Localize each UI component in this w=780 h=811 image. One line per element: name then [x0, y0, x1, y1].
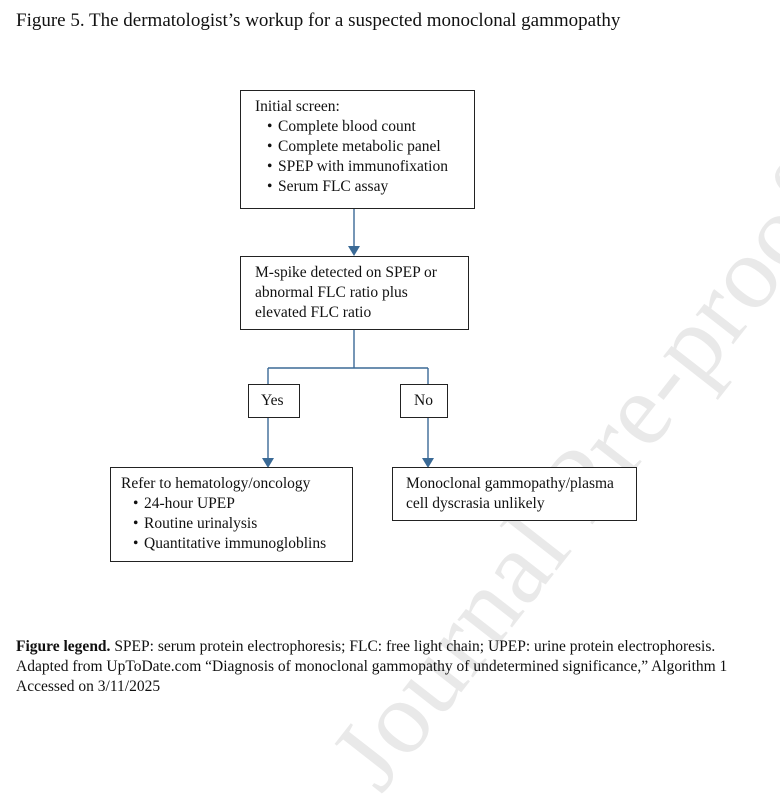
legend-source: Adapted from UpToDate.com “Diagnosis of …	[16, 658, 728, 675]
criterion-line: M-spike detected on SPEP or	[255, 264, 437, 281]
refer-box: Refer to hematology/oncology 24-hour UPE…	[110, 467, 353, 562]
refer-heading: Refer to hematology/oncology	[121, 475, 311, 492]
yes-label: Yes	[261, 392, 284, 409]
refer-item: 24-hour UPEP	[133, 494, 352, 514]
refer-item: Routine urinalysis	[133, 514, 352, 534]
yes-label-box: Yes	[248, 384, 300, 418]
legend-label: Figure legend.	[16, 638, 111, 655]
arrowhead-to-refer	[262, 458, 274, 468]
refer-item: Quantitative immunogloblins	[133, 534, 352, 554]
arrowhead-to-criterion	[348, 246, 360, 256]
arrowhead-to-unlikely	[422, 458, 434, 468]
criterion-line: elevated FLC ratio	[255, 304, 372, 321]
legend-accessed: Accessed on 3/11/2025	[16, 678, 161, 695]
initial-screen-item: Serum FLC assay	[267, 177, 474, 197]
figure-title: Figure 5. The dermatologist’s workup for…	[16, 10, 621, 31]
criterion-line: abnormal FLC ratio plus	[255, 284, 408, 301]
initial-screen-heading: Initial screen:	[255, 98, 340, 115]
legend-abbreviations: SPEP: serum protein electrophoresis; FLC…	[110, 638, 716, 655]
initial-screen-box: Initial screen: Complete blood count Com…	[240, 90, 475, 209]
unlikely-line: Monoclonal gammopathy/plasma	[406, 475, 614, 492]
figure-legend: Figure legend. SPEP: serum protein elect…	[16, 637, 727, 697]
initial-screen-item: SPEP with immunofixation	[267, 157, 474, 177]
unlikely-line: cell dyscrasia unlikely	[406, 495, 545, 512]
no-label: No	[414, 392, 433, 409]
unlikely-box: Monoclonal gammopathy/plasma cell dyscra…	[392, 467, 637, 521]
no-label-box: No	[400, 384, 448, 418]
flowchart-connectors	[262, 208, 434, 468]
initial-screen-item: Complete blood count	[267, 117, 474, 137]
criterion-box: M-spike detected on SPEP or abnormal FLC…	[240, 256, 469, 330]
initial-screen-item: Complete metabolic panel	[267, 137, 474, 157]
